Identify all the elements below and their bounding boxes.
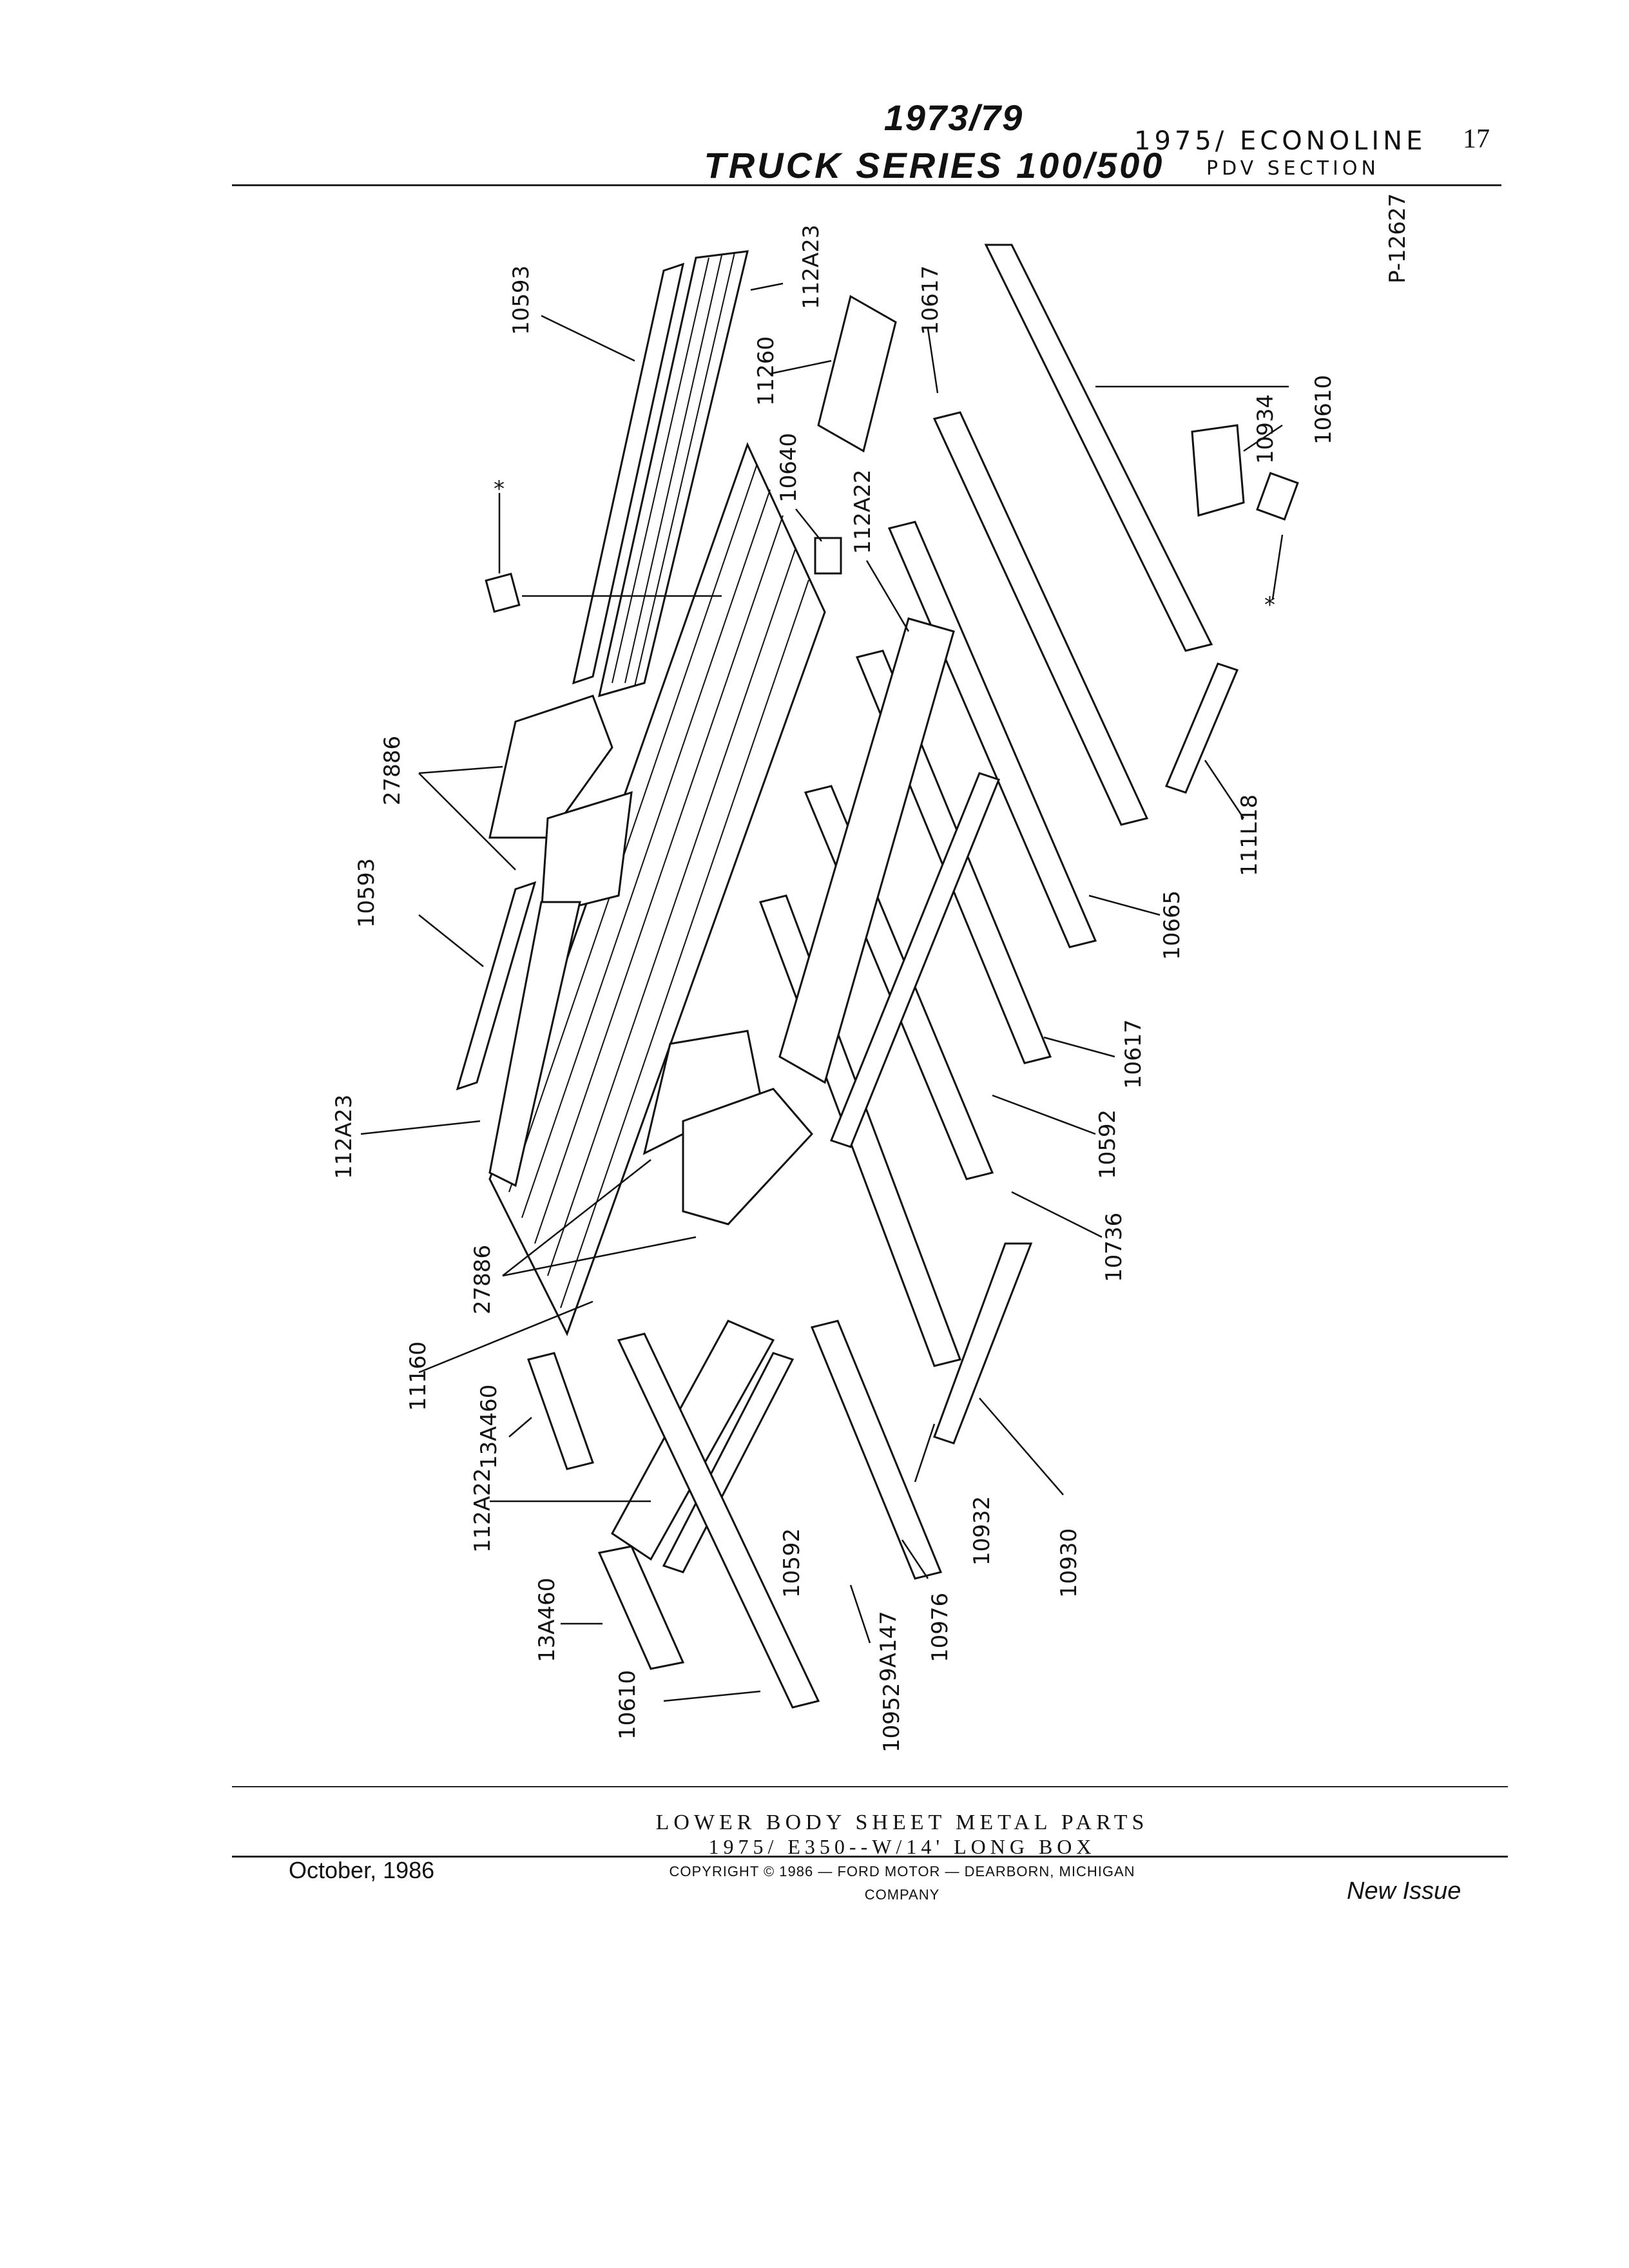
crossmember-10617-top (932, 411, 1149, 826)
gusset-27886-upper-b (540, 791, 633, 916)
part-10930 (933, 1242, 1033, 1445)
label-10617-mid: 10617 (1121, 1019, 1146, 1089)
issue-date: October, 1986 (289, 1857, 435, 1883)
bracket-10934 (1191, 424, 1245, 517)
part-labels: 10593 112A23 11260 10617 10640 112A22 10… (331, 193, 1411, 1753)
label-10592-right: 10592 (1095, 1110, 1121, 1179)
section-title: PDV SECTION (1206, 157, 1380, 180)
gusset-27886-lower-b (682, 1088, 814, 1225)
label-star-right: * (1264, 592, 1275, 618)
rail-112A23-left (488, 901, 581, 1187)
bracket-13A460-lower (597, 1545, 685, 1670)
label-10593-top: 10593 (508, 265, 534, 335)
plate-right (1256, 472, 1299, 521)
figure-code: P-12627 (1385, 193, 1411, 284)
part-111L18 (1164, 662, 1239, 794)
label-10610-right: 10610 (1311, 375, 1336, 445)
rail-112A23-top (597, 250, 749, 698)
label-10593-mid: 10593 (354, 858, 380, 928)
gusset-27886-upper-a (488, 695, 613, 839)
model-title: 1975/ ECONOLINE (1134, 126, 1427, 156)
label-11160: 11160 (405, 1341, 431, 1411)
label-10640: 10640 (776, 433, 802, 503)
label-9A147: 9A147 (876, 1611, 901, 1682)
footer-rule-bottom (232, 1856, 1508, 1858)
part-shapes (456, 244, 1299, 1709)
bracket-13A460-upper (527, 1352, 594, 1470)
label-13A460-lower: 13A460 (534, 1578, 560, 1662)
label-11260: 11260 (753, 336, 779, 406)
label-10934: 10934 (1253, 394, 1278, 464)
label-10665: 10665 (1159, 890, 1185, 960)
label-10610-lower: 10610 (615, 1670, 641, 1740)
crossmember-10610-lower (617, 1332, 820, 1709)
label-111L18: 111L18 (1237, 794, 1262, 876)
company: COMPANY (864, 1887, 940, 1903)
label-10592-lower: 10592 (779, 1528, 805, 1598)
crossmember-10610-right (984, 244, 1213, 652)
series-name: TRUCK SERIES 100/500 (704, 145, 1165, 186)
leader-lines (360, 282, 1289, 1702)
label-112A23-top: 112A23 (798, 225, 824, 309)
label-10617-top: 10617 (918, 265, 943, 335)
label-112A22-top: 112A22 (850, 470, 876, 554)
label-10736: 10736 (1101, 1213, 1127, 1282)
rail-long-diagonal (830, 772, 1000, 1148)
part-10952 (810, 1320, 943, 1580)
caption-line-2: 1975/ E350--W/14' LONG BOX (708, 1835, 1096, 1858)
label-10976: 10976 (927, 1593, 953, 1662)
rail-10593-mid (456, 881, 537, 1091)
plate-left (485, 572, 521, 613)
page-number: 17 (1463, 124, 1490, 154)
caption-line-1: LOWER BODY SHEET METAL PARTS (655, 1811, 1149, 1834)
rail-10593-top (572, 262, 685, 685)
label-13A460-upper: 13A460 (476, 1385, 502, 1469)
part-10640 (814, 537, 842, 575)
series-year: 1973/79 (883, 97, 1024, 138)
label-10952: 10952 (879, 1683, 905, 1753)
label-10932: 10932 (969, 1496, 995, 1566)
header-rule (232, 184, 1501, 186)
label-10930: 10930 (1056, 1528, 1082, 1598)
floor-panel (488, 442, 826, 1336)
issue-status: New Issue (1347, 1878, 1461, 1905)
label-112A23-left: 112A23 (331, 1095, 357, 1179)
footer-rule-top (232, 1786, 1508, 1787)
label-27886-lower: 27886 (470, 1245, 496, 1314)
rail-112A22-top (778, 617, 955, 1084)
copyright: COPYRIGHT © 1986 — FORD MOTOR — DEARBORN… (669, 1863, 1135, 1879)
label-112A22-lower: 112A22 (470, 1468, 496, 1553)
bracket-11260 (817, 294, 897, 453)
label-star-left: * (494, 476, 505, 502)
label-27886-upper: 27886 (380, 736, 405, 805)
